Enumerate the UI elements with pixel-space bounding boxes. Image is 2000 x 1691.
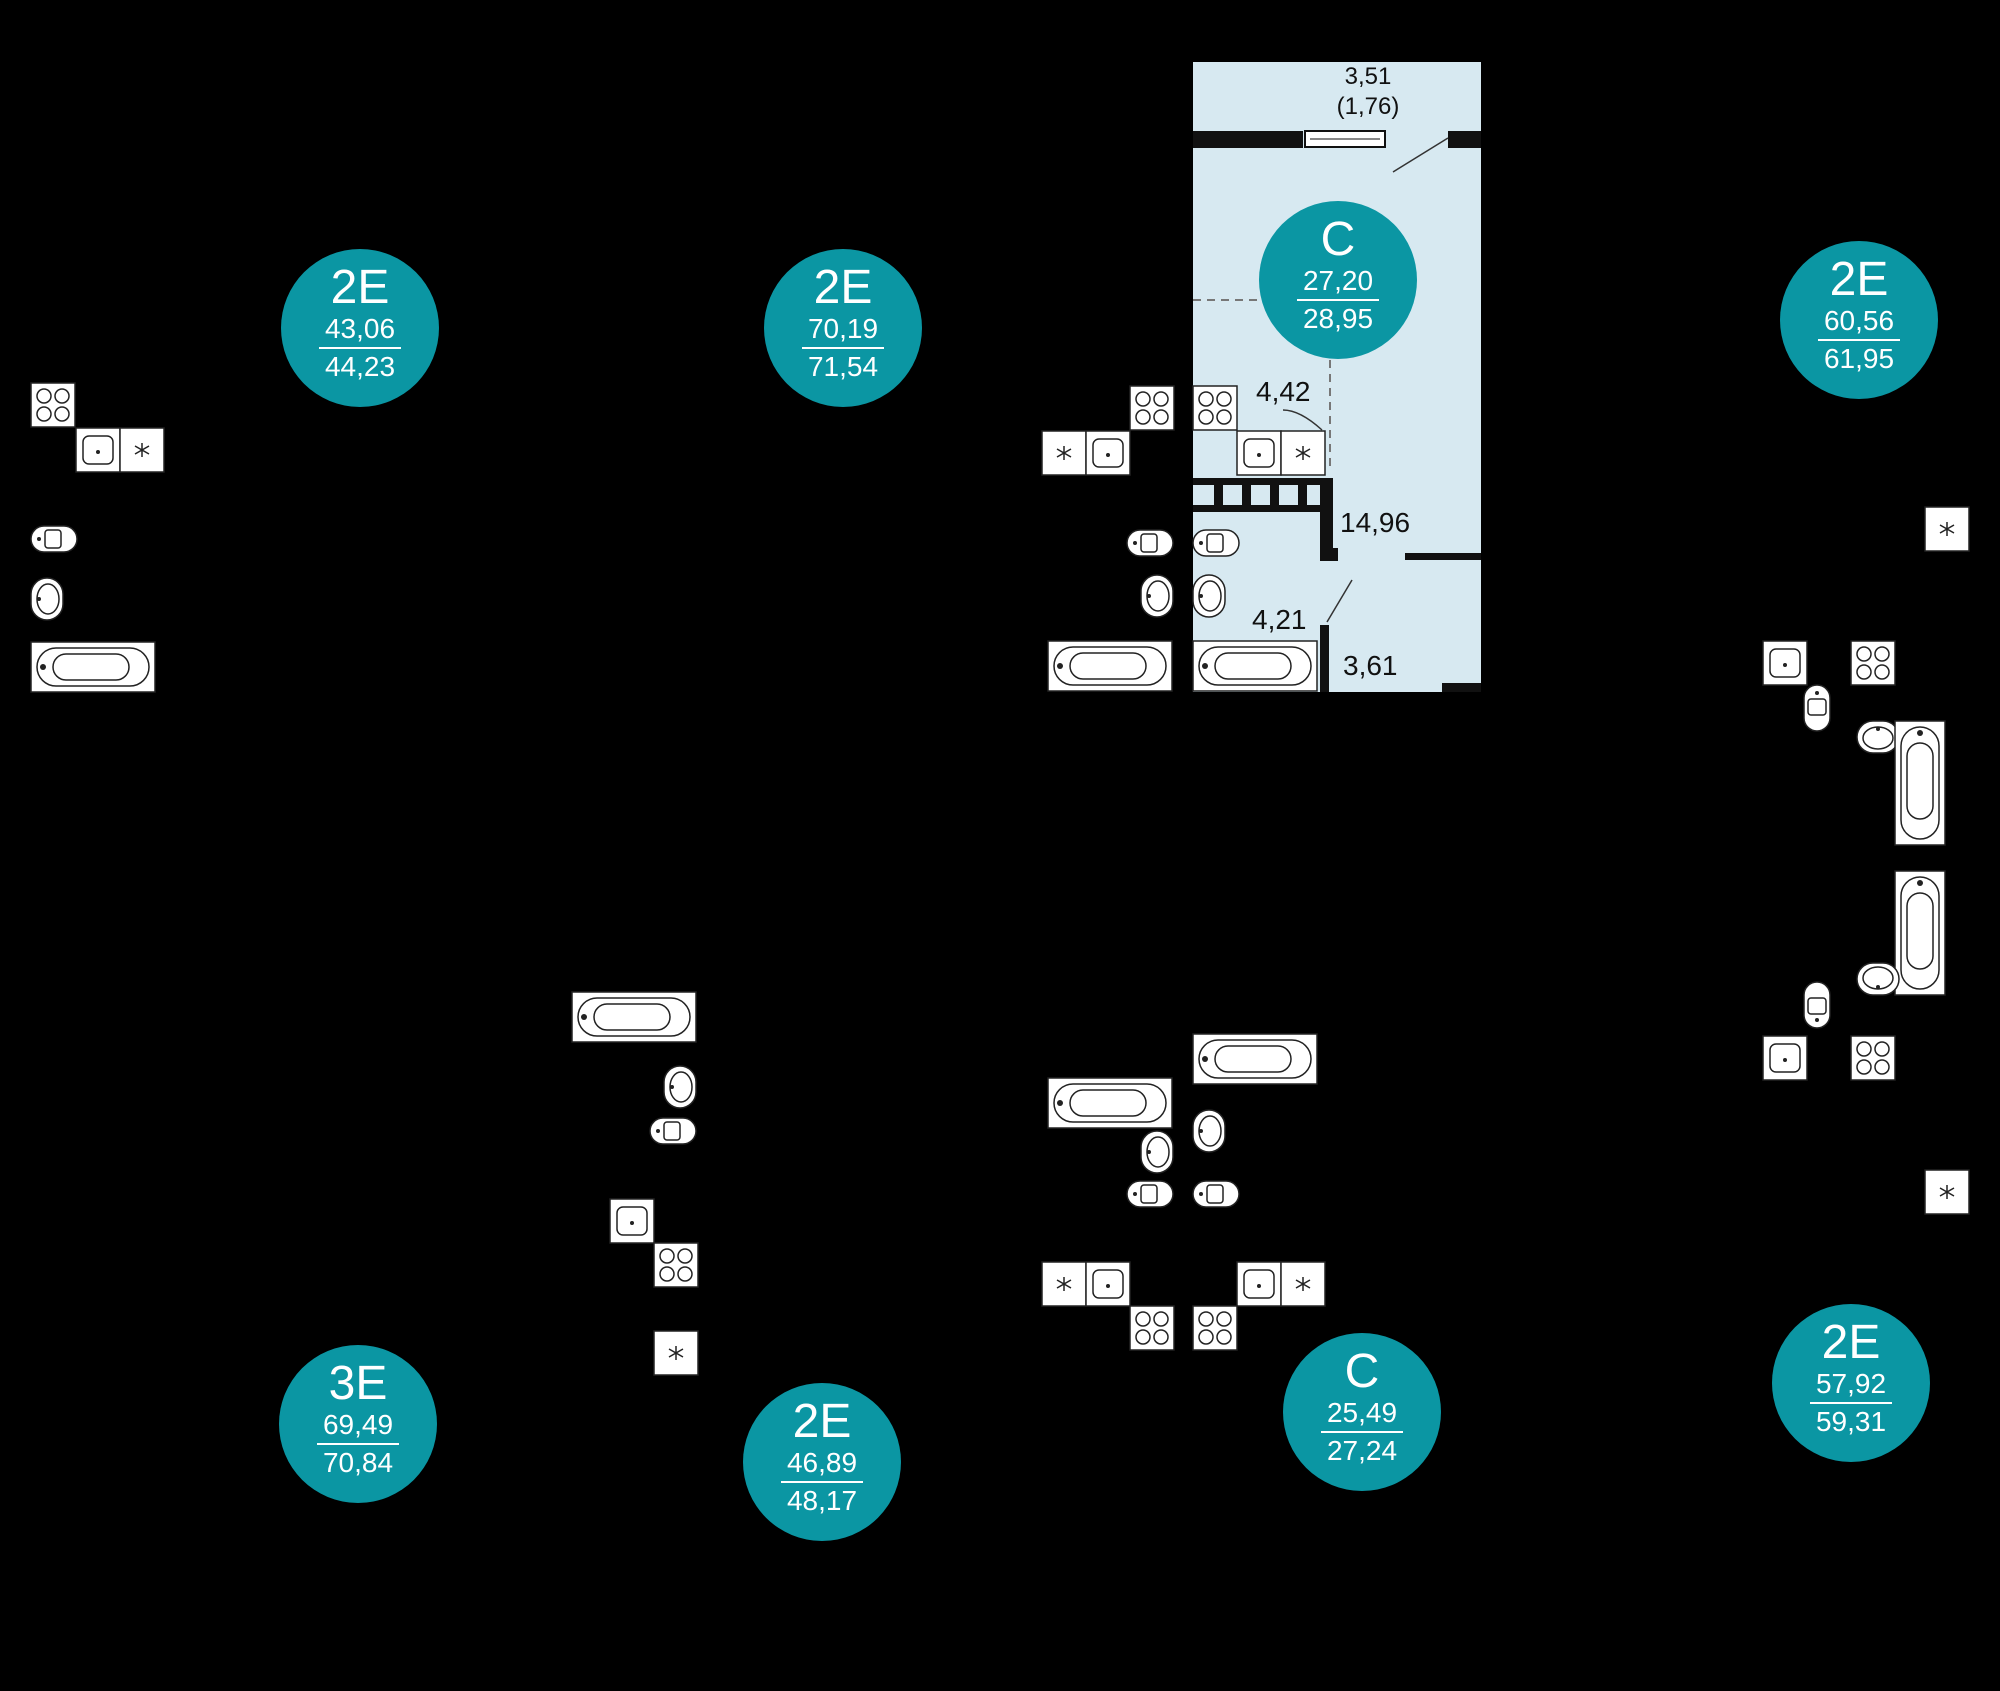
stove-icon	[1850, 1035, 1896, 1081]
living-room-area: 14,96	[1340, 507, 1411, 538]
total-area: 28,95	[1302, 303, 1374, 334]
washbasin-icon	[1856, 962, 1900, 996]
living-area: 25,49	[1320, 1397, 1404, 1433]
living-area: 60,56	[1817, 305, 1901, 341]
fridge-icon	[1041, 430, 1087, 476]
wall	[1405, 553, 1481, 560]
total-area: 48,17	[786, 1485, 858, 1516]
apartment-badge[interactable]: 2Е 57,92 59,31	[1772, 1304, 1930, 1462]
toilet-icon	[649, 1117, 697, 1145]
apartment-type: 2Е	[792, 1395, 852, 1448]
toilet-icon	[1192, 1180, 1240, 1208]
total-area: 44,23	[324, 351, 396, 382]
living-area: 69,49	[316, 1409, 400, 1445]
bathtub-icon	[1047, 640, 1173, 692]
bathtub-icon	[30, 641, 156, 693]
wall	[1193, 505, 1333, 512]
sink-icon	[1085, 430, 1131, 476]
bathtub-icon	[1047, 1077, 1173, 1129]
fridge-icon	[1924, 1169, 1970, 1215]
balcony-area: 3,51	[1344, 63, 1392, 90]
apartment-badge[interactable]: 2Е 60,56 61,95	[1780, 241, 1938, 399]
sink-icon	[609, 1198, 655, 1244]
total-area: 70,84	[322, 1447, 394, 1478]
sink-icon	[75, 427, 121, 473]
toilet-icon	[30, 525, 78, 553]
sink-icon	[1236, 430, 1282, 476]
wall	[1320, 478, 1333, 558]
toilet-icon	[1803, 684, 1831, 732]
kitchen-area: 4,42	[1256, 376, 1311, 407]
wall	[1193, 478, 1333, 485]
washbasin-icon	[1140, 574, 1174, 618]
living-area: 27,20	[1296, 265, 1380, 301]
apartment-badge[interactable]: 2Е 46,89 48,17	[743, 1383, 901, 1541]
living-area: 70,19	[801, 313, 885, 349]
washbasin-icon	[1140, 1130, 1174, 1174]
total-area: 61,95	[1823, 343, 1895, 374]
fridge-icon	[1041, 1261, 1087, 1307]
washbasin-icon	[1856, 720, 1900, 754]
stove-icon	[1850, 640, 1896, 686]
fridge-icon	[1280, 430, 1326, 476]
bathtub-icon	[1192, 640, 1318, 692]
selected-unit-fill	[1193, 62, 1481, 692]
total-area: 71,54	[807, 351, 879, 382]
toilet-icon	[1192, 529, 1240, 557]
bathtub-icon	[1894, 870, 1946, 996]
stove-icon	[30, 382, 76, 428]
sink-icon	[1085, 1261, 1131, 1307]
wall	[1320, 625, 1329, 692]
wall	[1193, 131, 1303, 148]
fridge-icon	[1280, 1261, 1326, 1307]
apartment-type: 2Е	[813, 261, 873, 314]
stove-icon	[1192, 385, 1238, 431]
apartment-badge[interactable]: 2Е 43,06 44,23	[281, 249, 439, 407]
fridge-icon	[119, 427, 165, 473]
apartment-type: С	[1344, 1345, 1380, 1398]
fridge-icon	[1924, 506, 1970, 552]
stove-icon	[653, 1242, 699, 1288]
apartment-badge-selected[interactable]: С 27,20 28,95	[1259, 201, 1417, 359]
apartment-type: 3Е	[328, 1357, 388, 1410]
balcony-area-label: 3,51 (1,76)	[1330, 62, 1406, 122]
stove-icon	[1192, 1305, 1238, 1351]
living-area: 46,89	[780, 1447, 864, 1483]
apartment-type: 2Е	[1821, 1316, 1881, 1369]
apartment-badge[interactable]: С 25,49 27,24	[1283, 1333, 1441, 1491]
apartment-type: 2Е	[330, 261, 390, 314]
bathtub-icon	[1192, 1033, 1318, 1085]
hall-area: 3,61	[1343, 650, 1398, 681]
living-area: 43,06	[318, 313, 402, 349]
fridge-icon	[653, 1330, 699, 1376]
toilet-icon	[1126, 529, 1174, 557]
balcony-reduced-area: (1,76)	[1336, 93, 1400, 120]
stove-icon	[1129, 385, 1175, 431]
bathtub-icon	[571, 991, 697, 1043]
washbasin-icon	[30, 577, 64, 621]
bathroom-area: 4,21	[1252, 604, 1307, 635]
sink-icon	[1236, 1261, 1282, 1307]
washbasin-icon	[1192, 574, 1226, 618]
toilet-icon	[1126, 1180, 1174, 1208]
sink-icon	[1762, 640, 1808, 686]
sink-icon	[1762, 1035, 1808, 1081]
apartment-badge[interactable]: 2Е 70,19 71,54	[764, 249, 922, 407]
living-area: 57,92	[1809, 1368, 1893, 1404]
apartment-badge[interactable]: 3Е 69,49 70,84	[279, 1345, 437, 1503]
toilet-icon	[1803, 981, 1831, 1029]
selected-unit[interactable]	[1193, 62, 1481, 692]
total-area: 59,31	[1815, 1406, 1887, 1437]
washbasin-icon	[1192, 1109, 1226, 1153]
bathtub-icon	[1894, 720, 1946, 846]
wall	[1442, 683, 1481, 692]
stove-icon	[1129, 1305, 1175, 1351]
wall	[1448, 131, 1481, 148]
total-area: 27,24	[1326, 1435, 1398, 1466]
apartment-type: С	[1320, 213, 1356, 266]
apartment-type: 2Е	[1829, 253, 1889, 306]
washbasin-icon	[663, 1065, 697, 1109]
